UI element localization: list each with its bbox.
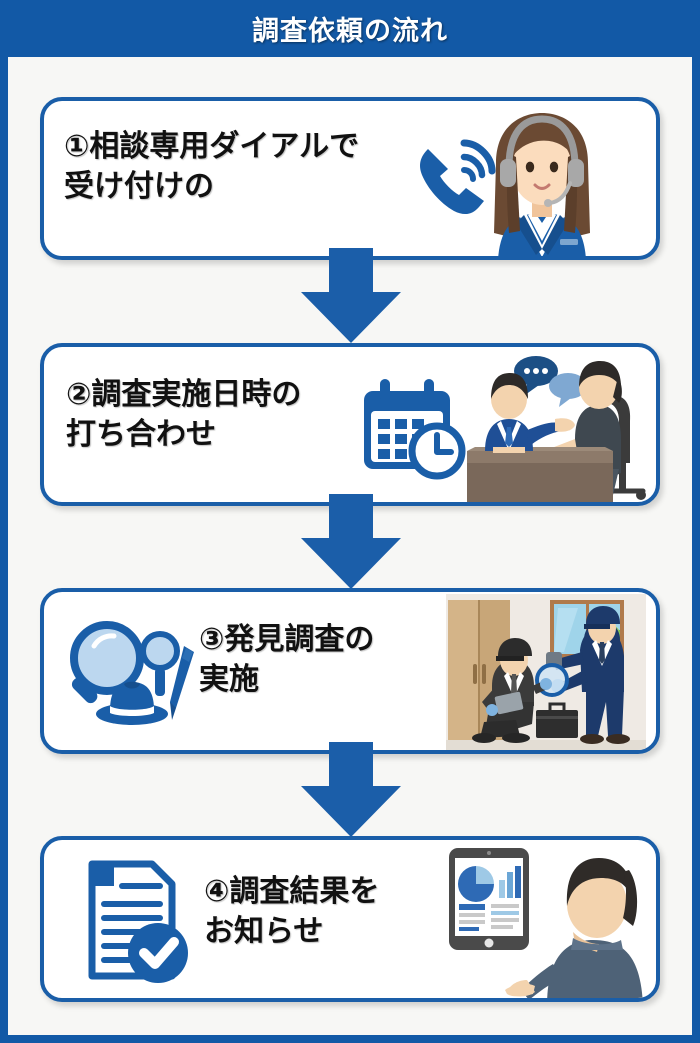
flow-step-label-4: ④調査結果を お知らせ — [204, 875, 380, 948]
page-header: 調査依頼の流れ — [0, 0, 700, 57]
phone-ringing-icon — [406, 131, 506, 231]
business-meeting-illustration — [463, 355, 648, 502]
down-arrow-2 — [298, 494, 404, 590]
document-check-icon — [66, 858, 196, 988]
down-arrow-3 — [298, 742, 404, 838]
investigators-scene-illustration — [446, 594, 646, 750]
flow-step-label-1: ①相談専用ダイアルで 受け付けの — [64, 130, 360, 203]
flow-step-label-3: ③発見調査の 実施 — [199, 623, 375, 696]
flow-step-card-2[interactable]: ②調査実施日時の 打ち合わせ — [40, 343, 660, 506]
flow-step-card-3[interactable]: ③発見調査の 実施 — [40, 588, 660, 754]
flow-step-card-1[interactable]: ①相談専用ダイアルで 受け付けの — [40, 97, 660, 260]
page-title: 調査依頼の流れ — [252, 16, 448, 46]
flow-step-card-4[interactable]: ④調査結果を お知らせ — [40, 836, 660, 1002]
calendar-clock-icon — [358, 375, 468, 480]
tablet-report-illustration — [435, 840, 650, 998]
magnifier-hat-pen-icon — [62, 618, 197, 730]
flow-step-label-2: ②調査実施日時の 打ち合わせ — [66, 378, 302, 451]
down-arrow-1 — [298, 248, 404, 344]
operator-woman-illustration — [408, 105, 648, 256]
